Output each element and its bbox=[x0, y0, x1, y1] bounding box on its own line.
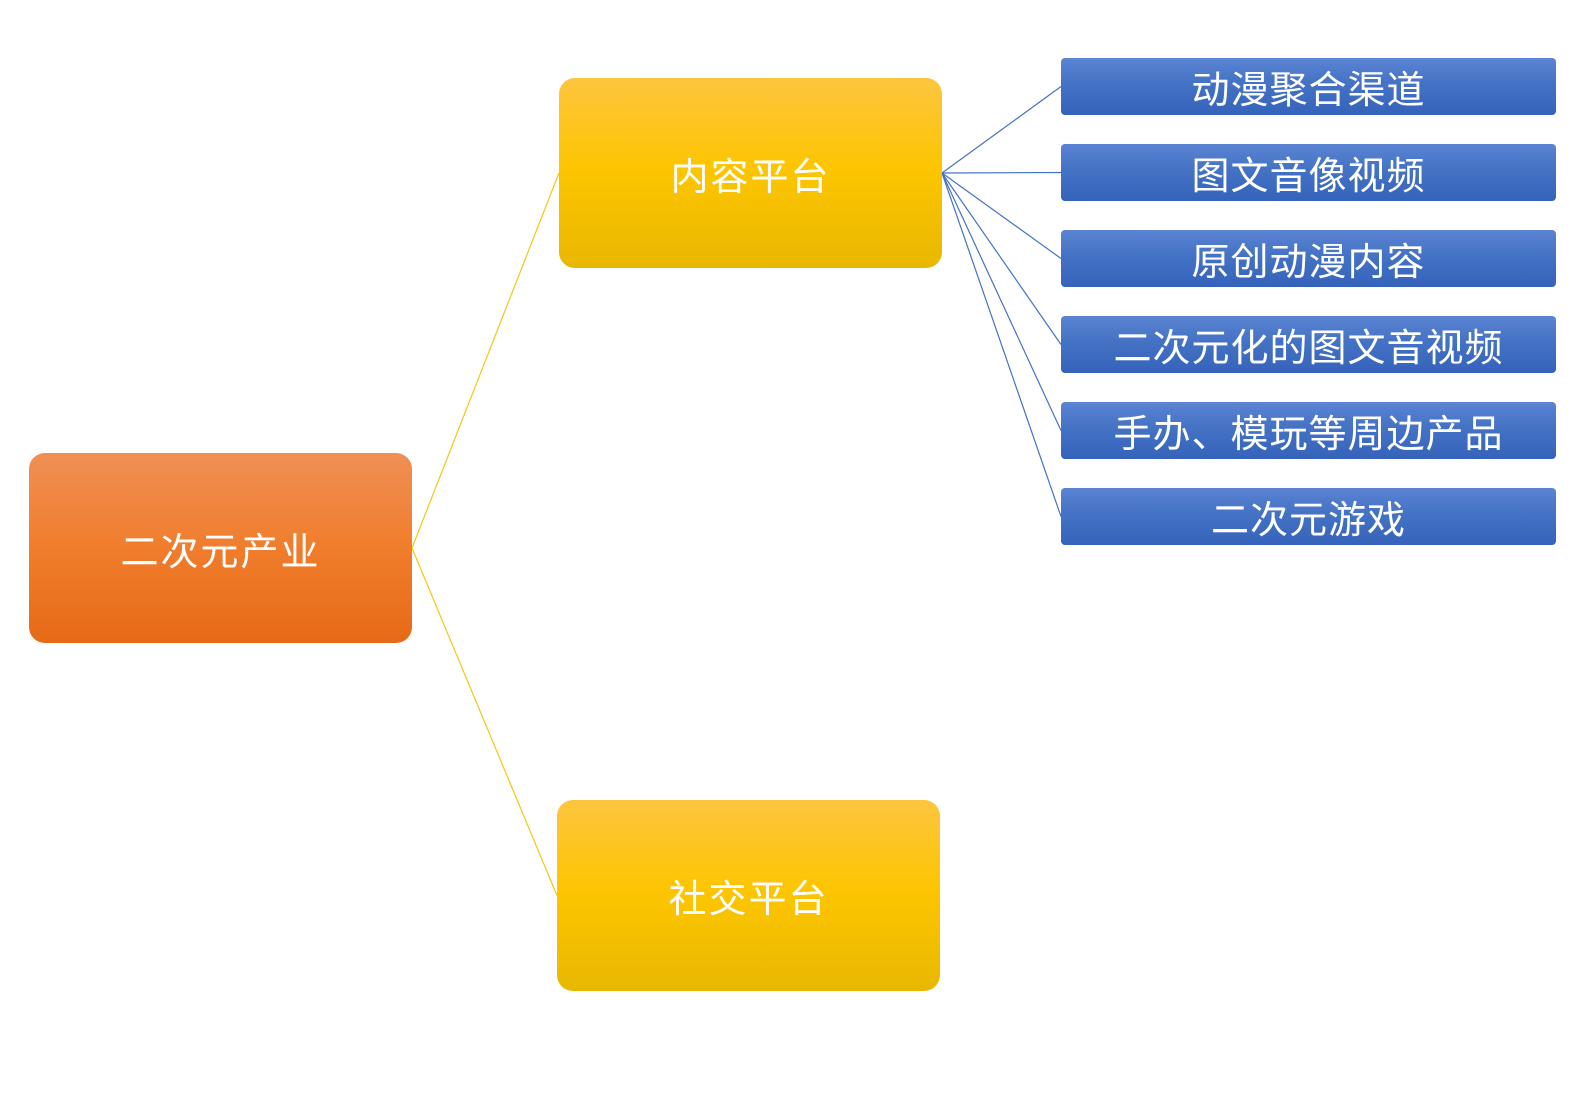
connector-content-leaf4 bbox=[941, 172, 1062, 431]
root-node-label: 二次元产业 bbox=[120, 529, 321, 574]
social-platform-label: 社交平台 bbox=[668, 877, 829, 921]
leaf-label: 原创动漫内容 bbox=[1191, 240, 1426, 284]
leaf-acg-style-media[interactable]: 二次元化的图文音视频 bbox=[1061, 316, 1556, 373]
leaf-label: 二次元化的图文音视频 bbox=[1113, 326, 1504, 370]
root-node-anime-industry[interactable]: 二次元产业 bbox=[29, 453, 412, 643]
leaf-original-anime-content[interactable]: 原创动漫内容 bbox=[1061, 230, 1556, 287]
leaf-label: 二次元游戏 bbox=[1210, 498, 1406, 542]
leaf-figures-merchandise[interactable]: 手办、模玩等周边产品 bbox=[1061, 402, 1556, 459]
node-content-platform[interactable]: 内容平台 bbox=[559, 78, 942, 268]
leaf-graphic-audio-video[interactable]: 图文音像视频 bbox=[1061, 144, 1556, 201]
connector-content-leaf1 bbox=[941, 171, 1062, 174]
leaf-label: 图文音像视频 bbox=[1191, 154, 1426, 198]
leaf-label: 动漫聚合渠道 bbox=[1191, 68, 1426, 112]
leaf-anime-aggregation-channel[interactable]: 动漫聚合渠道 bbox=[1061, 58, 1556, 115]
connector-root-content bbox=[411, 172, 560, 549]
connector-root-social bbox=[411, 547, 558, 896]
connector-content-leaf2 bbox=[941, 172, 1062, 259]
node-social-platform[interactable]: 社交平台 bbox=[557, 800, 940, 991]
connector-content-leaf0 bbox=[941, 86, 1062, 174]
leaf-anime-games[interactable]: 二次元游戏 bbox=[1061, 488, 1556, 545]
connector-content-leaf5 bbox=[941, 172, 1062, 517]
connector-content-leaf3 bbox=[941, 172, 1062, 345]
content-platform-label: 内容平台 bbox=[670, 154, 831, 199]
leaf-label: 手办、模玩等周边产品 bbox=[1113, 412, 1504, 456]
